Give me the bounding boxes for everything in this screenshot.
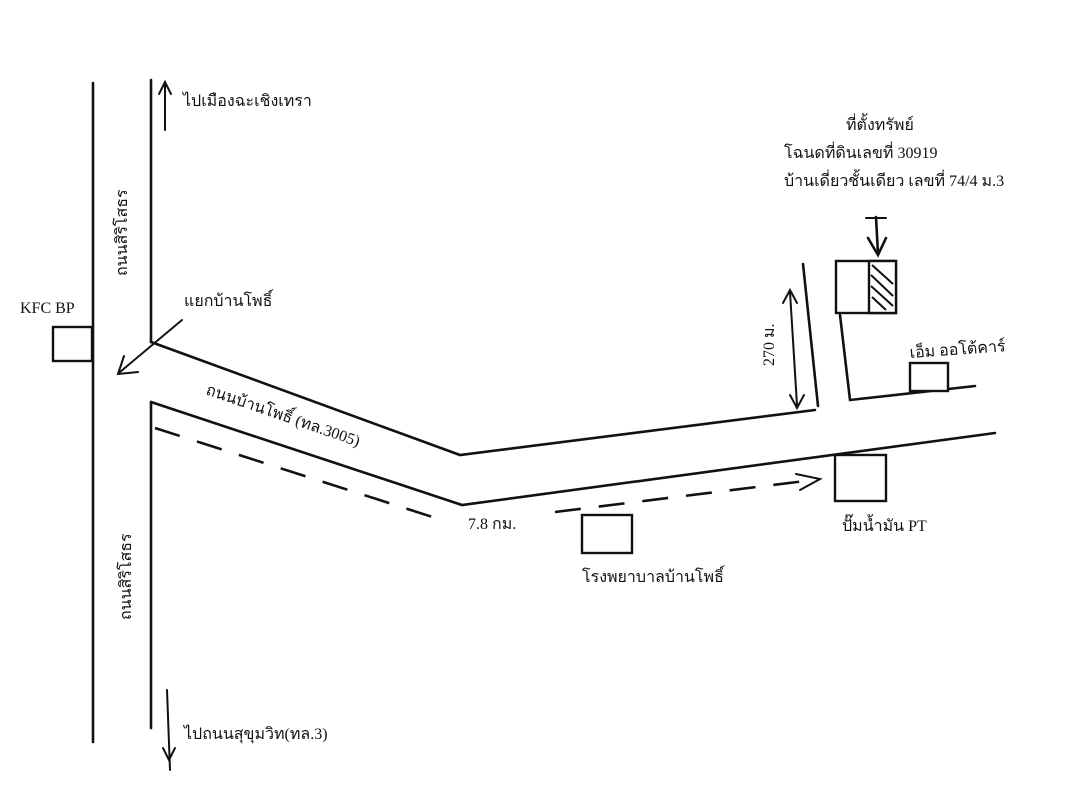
- soi-left-edge: [801, 262, 820, 408]
- ban-pho-road-lower-edge: [149, 400, 997, 507]
- junction-arrow-icon: [116, 319, 183, 376]
- property-pointer-icon: [865, 215, 888, 258]
- label-auto-care: เอ็ม ออโต้คาร์: [909, 335, 1007, 362]
- route-dashed-line-east: [554, 479, 806, 514]
- arrow-down-icon: [162, 689, 176, 771]
- label-property-title: ที่ตั้งทรัพย์: [846, 113, 914, 134]
- ban-pho-road-upper-edge: [149, 340, 817, 457]
- label-sirisothon-south: ถนนสิริโสธร: [116, 533, 135, 620]
- label-gas-station: ปั๊มน้ำมัน PT: [842, 514, 927, 535]
- route-dashed-line: [154, 426, 446, 523]
- label-junction: แยกบ้านโพธิ์: [184, 289, 274, 310]
- hatch-pattern: [870, 264, 894, 311]
- auto-care-building: [908, 361, 950, 393]
- label-distance-km: 7.8 กม.: [468, 516, 516, 533]
- label-to-sukhumvit: ไปถนนสุขุมวิท(ทล.3): [182, 724, 328, 744]
- distance-arrow-icon: [782, 287, 805, 411]
- route-arrowhead-icon: [795, 473, 823, 491]
- label-property-deed: โฉนดที่ดินเลขที่ 30919: [784, 141, 937, 162]
- label-to-chachoengsao: ไปเมืองฉะเชิงเทรา: [181, 91, 312, 110]
- hospital-building: [580, 513, 634, 555]
- label-hospital: โรงพยาบาลบ้านโพธิ์: [582, 565, 726, 586]
- label-property-house: บ้านเดี่ยวชั้นเดียว เลขที่ 74/4 ม.3: [784, 169, 1004, 190]
- gas-station-building: [833, 453, 888, 503]
- label-sirisothon-north: ถนนสิริโสธร: [112, 189, 131, 276]
- label-distance-m: 270 ม.: [761, 323, 778, 366]
- kfc-bp-building: [51, 325, 94, 363]
- arrow-up-icon: [158, 79, 172, 131]
- label-ban-pho-road: ถนนบ้านโพธิ์ (ทล.3005): [204, 378, 364, 450]
- label-kfc-bp: KFC BP: [20, 300, 75, 317]
